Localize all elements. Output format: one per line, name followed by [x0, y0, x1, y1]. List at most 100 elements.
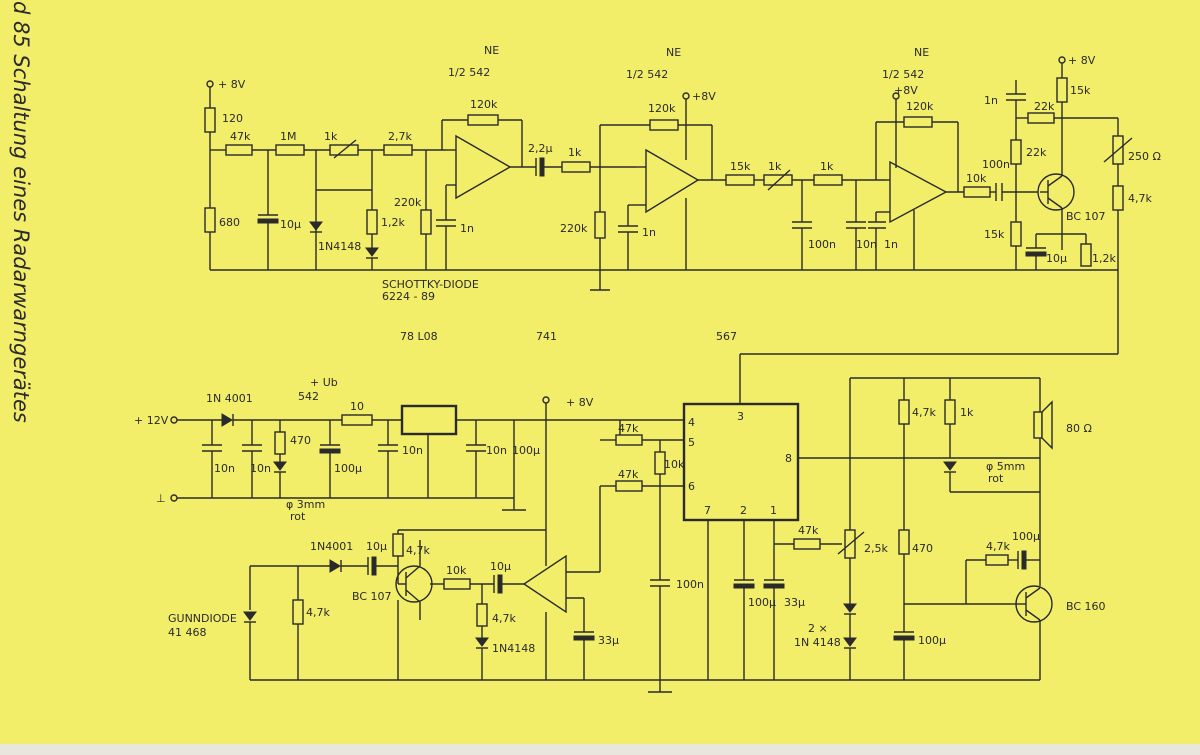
label-r15k-b: 15k	[1070, 84, 1091, 97]
label-gnd-sym: ⊥	[156, 492, 166, 505]
label-c1n-b: 1n	[642, 226, 656, 239]
label-r15k-c: 15k	[984, 228, 1005, 241]
label-schottky1: SCHOTTKY-DIODE	[382, 278, 479, 291]
label-c10n-a: 10n	[856, 238, 877, 251]
label-r12k-a: 1,2k	[381, 216, 405, 229]
label-ic567: 567	[716, 330, 737, 343]
label-r1k-d: 1k	[820, 160, 834, 173]
label-pin6: 6	[688, 480, 695, 493]
label-c1n-c: 1n	[884, 238, 898, 251]
label-c100n-b: 100n	[982, 158, 1010, 171]
label-c10u-c: 10µ	[366, 540, 387, 553]
label-r10k-b: 10k	[664, 458, 685, 471]
label-ne1: NE	[484, 44, 499, 57]
bottom-wiring	[170, 377, 1053, 693]
label-r1k-c: 1k	[768, 160, 782, 173]
label-r47k-i: 4,7k	[492, 612, 516, 625]
label-r47k-h: 4,7k	[406, 544, 430, 557]
label-pin5: 5	[688, 436, 695, 449]
label-r47k-d: 47k	[618, 468, 639, 481]
label-d1n4001-a: 1N 4001	[206, 392, 253, 405]
label-r1k-b: 1k	[568, 146, 582, 159]
label-d2x-b: 1N 4148	[794, 636, 841, 649]
label-r250: 250 Ω	[1128, 150, 1161, 163]
label-r220k-a: 220k	[394, 196, 422, 209]
label-c1n-a: 1n	[460, 222, 474, 235]
top-wiring	[204, 56, 1133, 404]
label-r1k-e: 1k	[960, 406, 974, 419]
label-bc107-b: BC 107	[352, 590, 392, 603]
label-r470-a: 470	[290, 434, 311, 447]
label-ic741: 741	[536, 330, 557, 343]
label-c100u-a: 100µ	[334, 462, 362, 475]
label-led5b: rot	[988, 472, 1004, 485]
label-c100n-a: 100n	[808, 238, 836, 251]
label-led3b: rot	[290, 510, 306, 523]
label-r220k-b: 220k	[560, 222, 588, 235]
label-c100u-c: 100µ	[748, 596, 776, 609]
label-pin2: 2	[740, 504, 747, 517]
label-c100u-b: 100µ	[512, 444, 540, 457]
label-r47k-e: 4,7k	[912, 406, 936, 419]
label-c33u-b: 33µ	[598, 634, 619, 647]
label-r1m: 1M	[280, 130, 297, 143]
label-ub: + Ub	[310, 376, 338, 389]
label-led5a: φ 5mm	[986, 460, 1025, 473]
label-r120: 120	[222, 112, 243, 125]
label-r10k-a: 10k	[966, 172, 987, 185]
label-r10-a: 10	[350, 400, 364, 413]
label-r120k-a: 120k	[470, 98, 498, 111]
label-pin7: 7	[704, 504, 711, 517]
label-d1n4148-b: 1N4148	[492, 642, 535, 655]
label-r12k-b: 1,2k	[1092, 252, 1116, 265]
label-pin1: 1	[770, 504, 777, 517]
label-c100u-e: 100µ	[1012, 530, 1040, 543]
label-d1n4148-a: 1N4148	[318, 240, 361, 253]
label-r1k-a: 1k	[324, 130, 338, 143]
label-c10u-a: 10µ	[280, 218, 301, 231]
label-schottky2: 6224 - 89	[382, 290, 435, 303]
label-d2x: 2 ×	[808, 622, 828, 635]
label-ub542: 542	[298, 390, 319, 403]
label-ne2: NE	[666, 46, 681, 59]
label-r22k-b: 22k	[1026, 146, 1047, 159]
label-ne3: NE	[914, 46, 929, 59]
label-r22k-a: 22k	[1034, 100, 1055, 113]
label-c10n-d: 10n	[402, 444, 423, 457]
label-r47k-j: 4,7k	[306, 606, 330, 619]
label-bc160: BC 160	[1066, 600, 1106, 613]
component-labels: + 8V 120 680 47k 1M 1k 2,7k 10µ 1N4148 1…	[134, 44, 1161, 655]
label-v8-d: + 8V	[1068, 54, 1096, 67]
label-ic78l08: 78 L08	[400, 330, 438, 343]
label-r120k-c: 120k	[906, 100, 934, 113]
label-v8-a: + 8V	[218, 78, 246, 91]
label-bc107-a: BC 107	[1066, 210, 1106, 223]
label-r47k-f: 47k	[798, 524, 819, 537]
label-led3a: φ 3mm	[286, 498, 325, 511]
label-r15k-a: 15k	[730, 160, 751, 173]
label-c100u-d: 100µ	[918, 634, 946, 647]
label-c10n-e: 10n	[486, 444, 507, 457]
label-d1n4001-b: 1N4001	[310, 540, 353, 553]
label-c33u-a: 33µ	[784, 596, 805, 609]
label-c1n-d: 1n	[984, 94, 998, 107]
label-ne1b: 1/2 542	[448, 66, 490, 79]
page-bottom-edge	[0, 744, 1200, 755]
label-r47k-b: 4,7k	[1128, 192, 1152, 205]
label-pin3: 3	[737, 410, 744, 423]
label-r47k-c: 47k	[618, 422, 639, 435]
label-v8-b: +8V	[692, 90, 716, 103]
label-spk: 80 Ω	[1066, 422, 1092, 435]
label-gunn1: GUNNDIODE	[168, 612, 237, 625]
label-v8-e: + 8V	[566, 396, 594, 409]
label-r47k-a: 47k	[230, 130, 251, 143]
label-c10u-d: 10µ	[490, 560, 511, 573]
label-r10k-c: 10k	[446, 564, 467, 577]
label-pin8: 8	[785, 452, 792, 465]
label-v12: + 12V	[134, 414, 169, 427]
label-r47k-g: 4,7k	[986, 540, 1010, 553]
label-pot25k: 2,5k	[864, 542, 888, 555]
label-v8-c: +8V	[894, 84, 918, 97]
